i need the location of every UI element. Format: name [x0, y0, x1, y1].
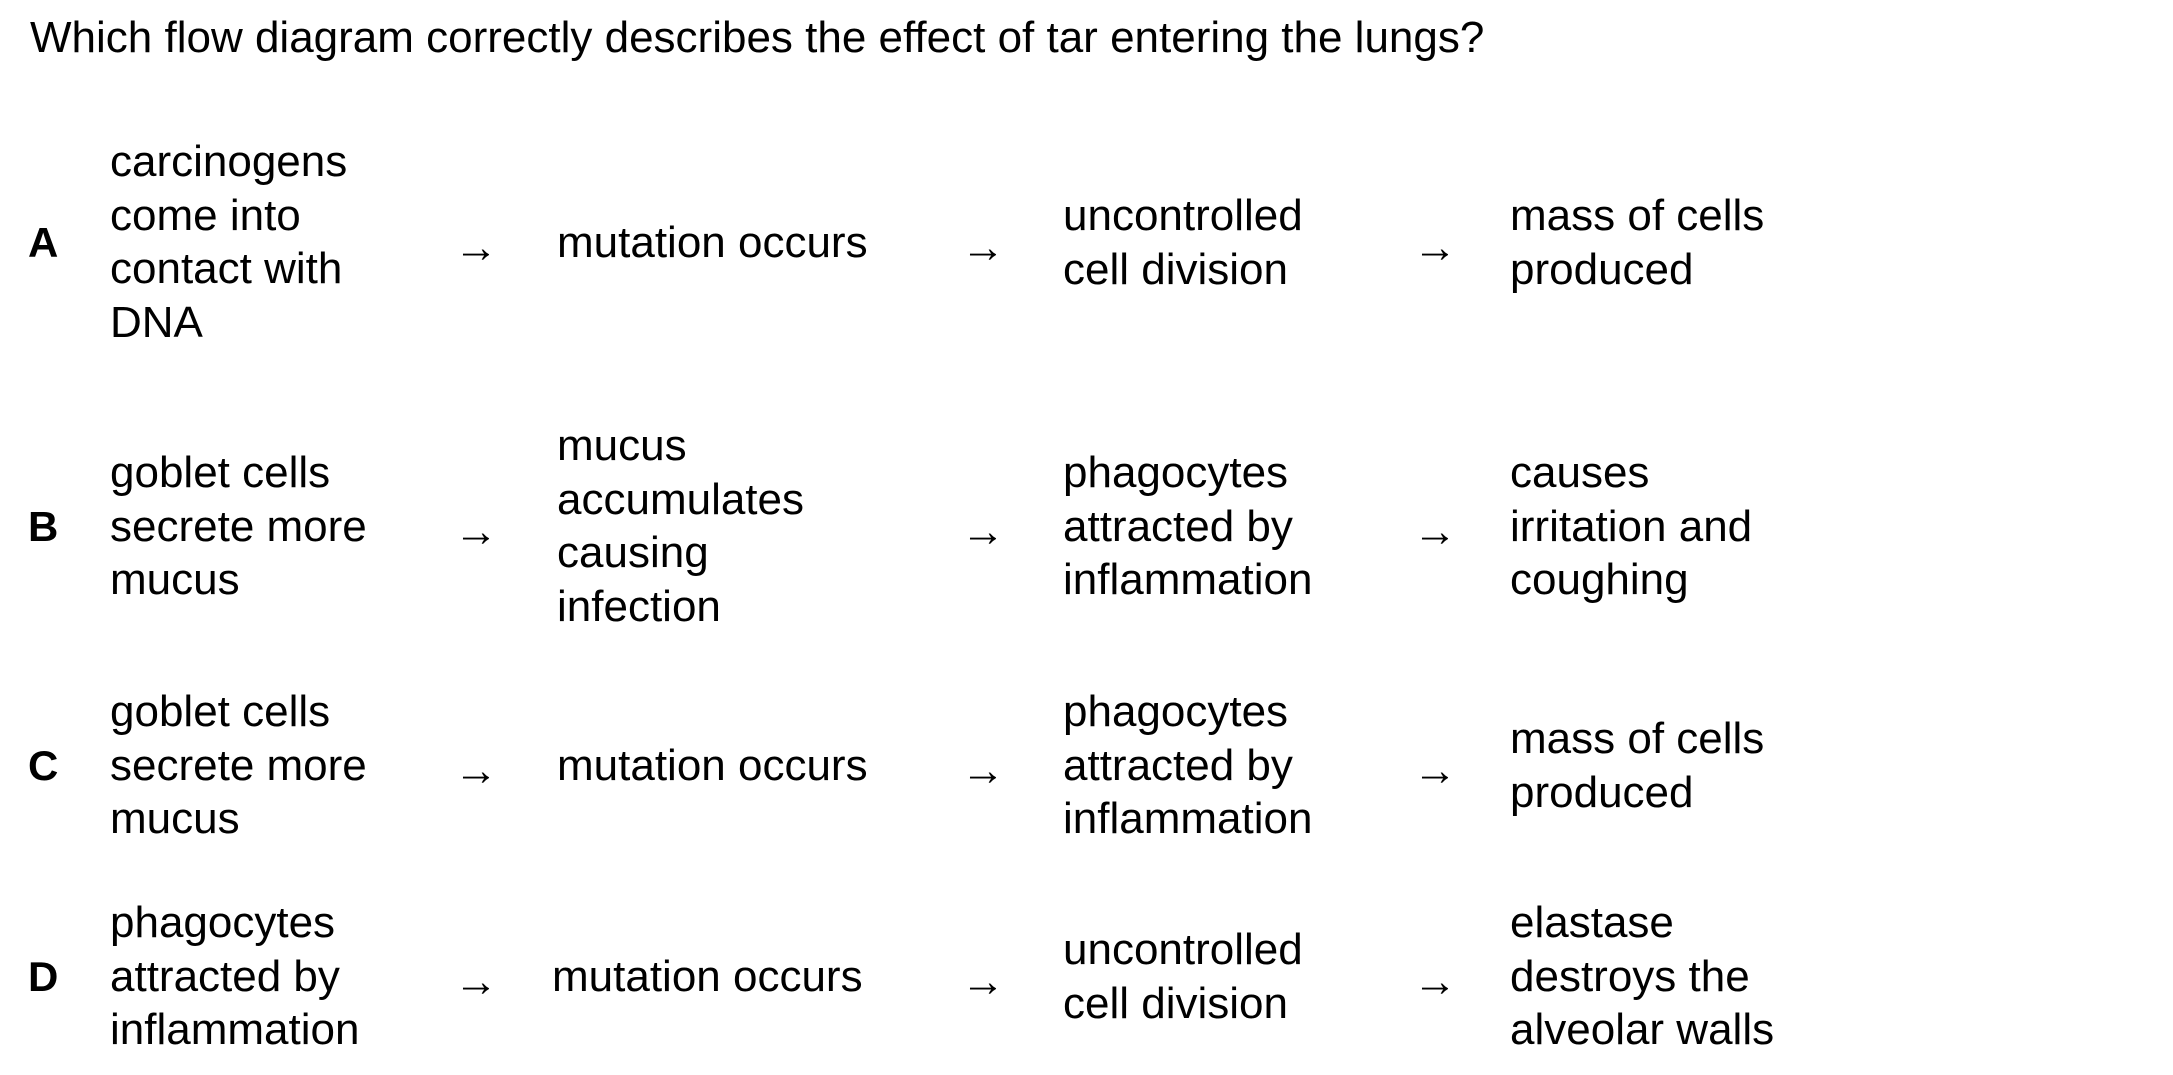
option-c-arrow-1: →: [454, 746, 498, 795]
option-a-arrow-2: →: [961, 223, 1005, 272]
option-label-c[interactable]: C: [28, 742, 59, 789]
option-a-step-4: mass of cells produced: [1510, 191, 1765, 294]
option-c-step-2: mutation occurs: [557, 741, 868, 790]
option-b-arrow-3: →: [1413, 507, 1457, 556]
option-d-step-1: phagocytes attracted by inflammation: [110, 898, 360, 1054]
question-text: Which flow diagram correctly describes t…: [30, 13, 1485, 62]
option-a-step-3: uncontrolled cell division: [1063, 191, 1303, 294]
option-d-arrow-3: →: [1413, 957, 1457, 1006]
option-a-arrow-3: →: [1413, 223, 1457, 272]
option-c-arrow-3: →: [1413, 746, 1457, 795]
option-b-step-2: mucus accumulates causing infection: [557, 421, 805, 631]
option-label-d[interactable]: D: [28, 953, 59, 1000]
option-b-step-3: phagocytes attracted by inflammation: [1063, 448, 1313, 604]
option-a-arrow-1: →: [454, 223, 498, 272]
option-c-step-3: phagocytes attracted by inflammation: [1063, 687, 1313, 843]
option-b-step-1: goblet cells secrete more mucus: [110, 448, 367, 604]
option-a-step-1: carcinogens come into contact with DNA: [110, 137, 348, 347]
option-d-arrow-2: →: [961, 957, 1005, 1006]
option-d-step-4: elastase destroys the alveolar walls: [1510, 898, 1775, 1054]
option-c-step-4: mass of cells produced: [1510, 714, 1765, 817]
option-d-step-3: uncontrolled cell division: [1063, 925, 1303, 1028]
option-a-step-2: mutation occurs: [557, 218, 868, 267]
option-c-step-1: goblet cells secrete more mucus: [110, 687, 367, 843]
option-b-arrow-2: →: [961, 507, 1005, 556]
option-b-step-4: causes irritation and coughing: [1510, 448, 1753, 604]
option-c-arrow-2: →: [961, 746, 1005, 795]
option-label-a[interactable]: A: [28, 219, 59, 266]
option-d-arrow-1: →: [454, 957, 498, 1006]
option-d-step-2: mutation occurs: [552, 952, 863, 1001]
option-label-b[interactable]: B: [28, 503, 59, 550]
option-b-arrow-1: →: [454, 507, 498, 556]
